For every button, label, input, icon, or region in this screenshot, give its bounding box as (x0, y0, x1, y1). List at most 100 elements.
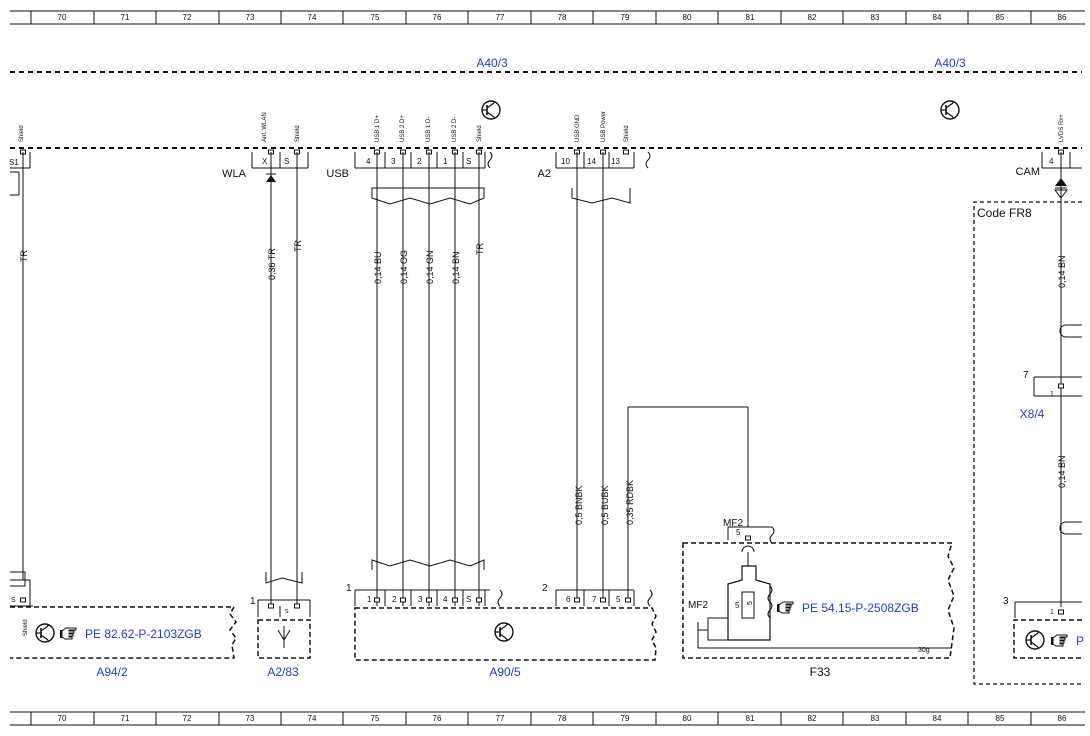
pin-label-shield-a2: Shield (624, 125, 630, 142)
component-a94-2: S Shield PE 82.62-P-2103ZGB A94/2 (10, 571, 237, 679)
pin-label-usb-gnd: USB GND (575, 114, 581, 142)
pin-number-a2-13: 13 (611, 157, 620, 166)
code-fr8-box (973, 201, 1082, 685)
ruler-bottom-82: 82 (808, 714, 817, 723)
component-label-f33: F33 (810, 665, 831, 679)
reference-link-pe-54-15[interactable]: PE 54.15-P-2508ZGB (802, 601, 919, 615)
connector-label-usb: USB (326, 168, 349, 180)
wire-label-014-bn-cam-lower[interactable]: 0,14 BN (1057, 455, 1067, 488)
control-unit-icon (481, 100, 501, 120)
fuse-rating: 5 (747, 601, 754, 605)
wire-label-tr-left[interactable]: TR (19, 250, 29, 262)
ruler-top-74: 74 (308, 13, 317, 22)
pin-number-a94-s: S (11, 597, 16, 604)
ruler-top-82: 82 (808, 13, 817, 22)
ruler-top-84: 84 (933, 13, 942, 22)
component-f33: MF2 5 5 5 MF2 30g PE 54.15-P-2508ZGB F33 (682, 518, 955, 679)
ruler-bottom-78: 78 (558, 714, 567, 723)
pin-number-usb-4: 4 (366, 157, 371, 166)
pointing-hand-icon (776, 601, 794, 614)
control-unit-icon (940, 100, 960, 120)
twisted-cable-bottom (371, 559, 485, 570)
pin-number-a90-s: S (466, 595, 471, 604)
pin-number-a90-4: 4 (443, 595, 448, 604)
ruler-top-70: 70 (58, 13, 67, 22)
wire-label-tr-usb[interactable]: TR (475, 243, 485, 255)
connector-number-3: 3 (1003, 596, 1009, 607)
pointing-hand-icon (59, 627, 77, 640)
pin-number-a2-14: 14 (587, 157, 596, 166)
ruler-top-80: 80 (683, 13, 692, 22)
ruler-top-78: 78 (558, 13, 567, 22)
pin-number-mf2-5: 5 (736, 528, 741, 537)
pin-label-ant-wlan: Ant. WLAN (262, 112, 268, 142)
ruler-top-76: 76 (433, 13, 442, 22)
ground-label-30g: 30g (918, 647, 930, 654)
component-a90-5: 1 1 2 3 4 S 2 6 7 5 A90/5 (346, 583, 657, 679)
connector-label-mf2-left: MF2 (688, 600, 708, 611)
wire-label-014-og[interactable]: 0,14 OG (399, 250, 409, 284)
code-fr8-label: Code FR8 (977, 206, 1032, 220)
connector-a2: USB GND USB Power Shield 10 14 13 A2 0,5… (538, 111, 749, 600)
wire-label-014-bn-cam[interactable]: 0,14 BN (1057, 255, 1067, 288)
connector-label-cam: CAM (1016, 166, 1040, 178)
pin-number-a2-83-s: s (285, 608, 289, 615)
reference-link-pe-82-62[interactable]: PE 82.62-P-2103ZGB (85, 627, 202, 641)
ruler-bottom-81: 81 (746, 714, 755, 723)
ruler-top-86: 86 (1058, 13, 1067, 22)
connector-usb: USB 1 D+ USB 2 D+ USB 1 D- USB 2 D- Shie… (326, 115, 493, 606)
ruler-bottom-79: 79 (621, 714, 630, 723)
pointing-hand-icon (1050, 634, 1068, 647)
reference-link-cut[interactable]: P (1076, 634, 1084, 648)
ruler-top-77: 77 (496, 13, 505, 22)
pin-number-fuse-5: 5 (735, 601, 740, 610)
ruler-top-75: 75 (371, 13, 380, 22)
connector-cam: LVDS Rx+ 4 CAM 0,14 BN 0,14 BN (1016, 114, 1082, 607)
wire-label-05-bnbk[interactable]: 0,5 BNBK (574, 485, 584, 525)
connector-number-a2-83: 1 (250, 596, 256, 607)
wire-label-014-gn[interactable]: 0,14 GN (425, 250, 435, 284)
wire-label-tr-wla[interactable]: TR (293, 240, 303, 252)
component-label-a40-right[interactable]: A40/3 (934, 56, 966, 70)
pin-number-s1: S1 (9, 158, 19, 167)
pin-label-usb1-dm: USB 1 D- (426, 117, 432, 142)
connector-number-2: 2 (542, 583, 548, 594)
wire-label-035-rdbk[interactable]: 0,35 RDBK (625, 480, 635, 525)
wire-label-05-bubk[interactable]: 0,5 BUBK (600, 485, 610, 525)
pin-number-b-5: 5 (616, 595, 621, 604)
pin-label-usb2-dm: USB 2 D- (452, 117, 458, 142)
component-label-x8-4[interactable]: X8/4 (1020, 407, 1045, 421)
connector-wla: Ant. WLAN Shield X S WLA 0,36 TR TR (222, 112, 309, 606)
ruler-top-73: 73 (246, 13, 255, 22)
ruler-bottom-74: 74 (308, 714, 317, 723)
ruler-top-71: 71 (121, 13, 130, 22)
ruler-top-81: 81 (746, 13, 755, 22)
component-label-a90-5[interactable]: A90/5 (489, 665, 521, 679)
ruler-bottom-75: 75 (371, 714, 380, 723)
pin-number-usb-2: 2 (417, 157, 422, 166)
pin-label-shield-left: Shield (19, 125, 25, 142)
pin-number-a90-2: 2 (392, 595, 397, 604)
component-right-cut: 3 1 P (1003, 596, 1084, 659)
pin-label-usb-power: USB Power (601, 111, 607, 142)
control-unit-icon (35, 623, 55, 643)
pin-number-wla-x: X (262, 157, 268, 166)
pin-number-c3-1: 1 (1050, 609, 1054, 616)
ruler-bottom-71: 71 (121, 714, 130, 723)
ruler-top-85: 85 (996, 13, 1005, 22)
pin-number-wla-s: S (284, 157, 289, 166)
component-label-a2-83[interactable]: A2/83 (267, 665, 299, 679)
ruler-bottom-72: 72 (183, 714, 192, 723)
wire-label-014-bn[interactable]: 0,14 BN (451, 251, 461, 284)
ruler-top-72: 72 (183, 13, 192, 22)
ruler-top-83: 83 (871, 13, 880, 22)
wire-label-036-tr[interactable]: 0,36 TR (267, 248, 277, 280)
component-label-a40-left[interactable]: A40/3 (476, 56, 508, 70)
ruler-bottom-70: 70 (58, 714, 67, 723)
component-label-a94-2[interactable]: A94/2 (96, 665, 128, 679)
ruler-bottom-86: 86 (1058, 714, 1067, 723)
wire-label-014-bu[interactable]: 0,14 BU (373, 251, 383, 284)
pin-number-x8-1: 1 (1050, 391, 1054, 398)
ruler-bottom-73: 73 (246, 714, 255, 723)
pin-number-b-7: 7 (592, 595, 597, 604)
